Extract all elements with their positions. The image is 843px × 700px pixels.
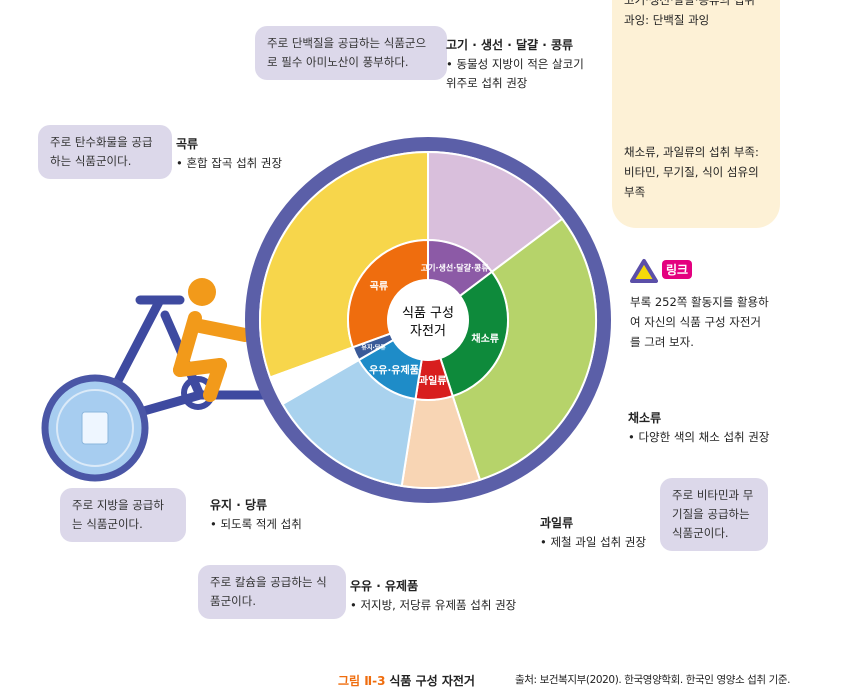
grain-title: 곡류: [176, 137, 199, 151]
side-note-top: 고기·생선·달걀·콩류의 섭취 과잉: 단백질 과잉: [624, 0, 756, 27]
center-title-2: 자전거: [410, 324, 446, 339]
protein-desc: • 동물성 지방이 적은 살코기 위주로 섭취 권장: [446, 57, 584, 90]
wheel-center: [388, 280, 468, 360]
ring-label-3: 과일류: [419, 374, 447, 387]
ring-label-5: 유지·당류: [361, 343, 386, 351]
vegetable-label: 채소류 • 다양한 색의 채소 섭취 권장: [628, 409, 769, 447]
fruit-label: 과일류 • 제철 과일 섭취 권장: [540, 514, 646, 552]
fruit-title: 과일류: [540, 516, 574, 530]
link-badge: 링크: [662, 260, 693, 279]
protein-title: 고기 · 생선 · 달걀 · 콩류: [446, 38, 574, 52]
figure-title: 식품 구성 자전거: [389, 674, 475, 688]
figure-source: 출처: 보건복지부(2020). 한국영양학회. 한국인 영양소 섭취 기준.: [515, 674, 791, 686]
link-text: 부록 252쪽 활동지를 활용하여 자신의 식품 구성 자전거를 그려 보자.: [630, 295, 769, 349]
link-section: 링크 부록 252쪽 활동지를 활용하여 자신의 식품 구성 자전거를 그려 보…: [630, 258, 770, 352]
vegetable-desc: • 다양한 색의 채소 섭취 권장: [628, 430, 770, 444]
figure-number: 그림 Ⅱ-3: [338, 674, 386, 688]
dairy-bubble-text: 주로 칼슘을 공급하는 식품군이다.: [210, 575, 327, 608]
vegetable-bubble: 주로 비타민과 무기질을 공급하는 식품군이다.: [660, 478, 768, 551]
side-note-box: 고기·생선·달걀·콩류의 섭취 과잉: 단백질 과잉 채소류, 과일류의 섭취 …: [612, 0, 780, 228]
mini-bicycle-image: [624, 30, 768, 142]
water-glass-icon: [81, 411, 109, 445]
vegetable-title: 채소류: [628, 411, 662, 425]
dairy-title: 우유 · 유제품: [350, 579, 419, 593]
dairy-bubble: 주로 칼슘을 공급하는 식품군이다.: [198, 565, 346, 619]
link-triangle-icon: [630, 259, 658, 283]
dairy-label: 우유 · 유제품 • 저지방, 저당류 유제품 섭취 권장: [350, 577, 516, 615]
front-wheel-spokes: [56, 389, 134, 467]
rider-figure: [173, 311, 252, 402]
figure-caption: 그림 Ⅱ-3 식품 구성 자전거: [338, 672, 475, 689]
fat-desc: • 되도록 적게 섭취: [210, 517, 302, 531]
side-note-bottom: 채소류, 과일류의 섭취 부족: 비타민, 무기질, 식이 섬유의 부족: [624, 145, 759, 199]
protein-bubble: 주로 단백질을 공급하는 식품군으로 필수 아미노산이 풍부하다.: [255, 26, 447, 80]
ring-label-0: 곡류: [370, 281, 388, 293]
fruit-desc: • 제철 과일 섭취 권장: [540, 535, 647, 549]
ring-label-4: 우유·유제품: [369, 363, 419, 376]
grain-label: 곡류 • 혼합 잡곡 섭취 권장: [176, 135, 282, 173]
protein-bubble-text: 주로 단백질을 공급하는 식품군으로 필수 아미노산이 풍부하다.: [267, 36, 427, 69]
grain-bubble: 주로 탄수화물을 공급하는 식품군이다.: [38, 125, 172, 179]
grain-bubble-text: 주로 탄수화물을 공급하는 식품군이다.: [50, 135, 153, 168]
wheel-rim: [245, 137, 611, 503]
dairy-desc: • 저지방, 저당류 유제품 섭취 권장: [350, 598, 517, 612]
center-title-1: 식품 구성: [402, 306, 454, 321]
rider-head: [188, 278, 216, 306]
protein-label: 고기 · 생선 · 달걀 · 콩류 • 동물성 지방이 적은 살코기 위주로 섭취…: [446, 36, 596, 93]
ring-label-1: 고기·생선·달걀·콩류: [421, 262, 490, 272]
vegetable-bubble-text: 주로 비타민과 무기질을 공급하는 식품군이다.: [672, 488, 754, 540]
fat-title: 유지 · 당류: [210, 498, 268, 512]
fat-label: 유지 · 당류 • 되도록 적게 섭취: [210, 496, 302, 534]
ring-label-2: 채소류: [471, 332, 499, 345]
grain-desc: • 혼합 잡곡 섭취 권장: [176, 156, 283, 170]
fat-bubble-text: 주로 지방을 공급하는 식품군이다.: [72, 498, 164, 531]
fat-bubble: 주로 지방을 공급하는 식품군이다.: [60, 488, 186, 542]
ring-segment-0: [347, 238, 429, 349]
